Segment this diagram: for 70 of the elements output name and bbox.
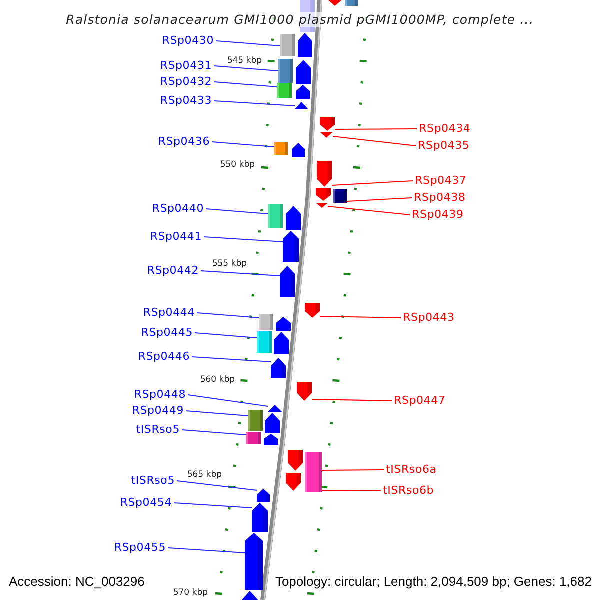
gene-label: tISRso5 xyxy=(136,423,180,437)
scale-label: 560 kbp xyxy=(200,375,235,385)
gene-label: RSp0455 xyxy=(114,541,166,555)
leader-line xyxy=(346,198,412,202)
gene-label: tISRso6b xyxy=(383,484,434,498)
leader-line xyxy=(216,40,280,46)
gene-label: RSp0444 xyxy=(143,306,195,320)
gene-label: RSp0438 xyxy=(414,191,466,205)
gene-label: tISRso6a xyxy=(386,463,437,477)
leader-line xyxy=(212,142,274,148)
leader-line xyxy=(186,410,248,416)
gene-feature xyxy=(328,0,358,6)
gene-feature xyxy=(257,331,289,354)
gene-label: RSp0433 xyxy=(160,94,212,108)
leader-line xyxy=(206,208,268,214)
gene-label: RSp0434 xyxy=(419,122,471,136)
gene-label: RSp0440 xyxy=(152,202,204,216)
leader-line xyxy=(214,82,278,88)
leader-line xyxy=(312,399,392,402)
leader-line xyxy=(192,356,272,362)
gene-feature xyxy=(248,410,280,433)
leader-line xyxy=(328,206,410,216)
genome-summary-text: Topology: circular; Length: 2,094,509 bp; Genes: 1,682 xyxy=(275,574,592,589)
gene-feature xyxy=(316,188,347,203)
leader-line xyxy=(204,236,284,242)
gene-label: RSp0448 xyxy=(134,388,186,402)
gene-feature xyxy=(316,203,328,208)
gene-label: RSp0430 xyxy=(162,34,214,48)
leader-line xyxy=(322,470,384,471)
gene-label: tISRso5 xyxy=(131,474,175,488)
leader-line xyxy=(176,480,258,491)
leader-line xyxy=(196,312,260,318)
scale-label: 570 kbp xyxy=(173,588,208,598)
leader-line xyxy=(332,136,416,146)
accession-text: Accession: NC_003296 xyxy=(9,574,145,589)
gene-label: RSp0443 xyxy=(403,311,455,325)
gene-label: RSp0446 xyxy=(138,350,190,364)
gene-label: RSp0449 xyxy=(132,404,184,418)
leader-line xyxy=(188,394,268,407)
leader-line xyxy=(320,316,402,318)
gene-feature xyxy=(257,489,270,502)
gene-label: RSp0445 xyxy=(141,326,193,340)
leader-line xyxy=(214,66,278,72)
leader-line xyxy=(332,180,414,186)
gene-label: RSp0435 xyxy=(418,139,470,153)
scale-label: 565 kbp xyxy=(187,470,222,480)
leader-line xyxy=(214,100,296,106)
gene-label: RSp0437 xyxy=(415,174,467,188)
gene-label: RSp0436 xyxy=(158,135,210,149)
gene-feature xyxy=(242,591,258,600)
leader-line xyxy=(200,270,280,276)
scale-label: 555 kbp xyxy=(212,259,247,269)
gene-label: RSp0447 xyxy=(394,394,446,408)
gene-label: RSp0441 xyxy=(150,230,202,244)
leader-line xyxy=(168,548,246,554)
leader-line xyxy=(194,332,258,338)
leader-line xyxy=(334,128,418,130)
leader-line xyxy=(182,430,246,436)
gene-feature xyxy=(246,432,278,445)
leader-line xyxy=(174,502,252,508)
gene-label: RSp0442 xyxy=(147,264,199,278)
gene-label: RSp0431 xyxy=(160,59,212,73)
gene-label: RSp0439 xyxy=(412,208,464,222)
gene-feature xyxy=(320,132,333,138)
gene-label: RSp0432 xyxy=(160,75,212,89)
gene-label: RSp0454 xyxy=(120,496,172,510)
diagram-title: Ralstonia solanacearum GMI1000 plasmid pGMI1000MP, complete ... xyxy=(66,12,534,27)
leader-line xyxy=(322,490,382,492)
scale-label: 545 kbp xyxy=(227,56,262,66)
scale-label: 550 kbp xyxy=(220,160,255,170)
